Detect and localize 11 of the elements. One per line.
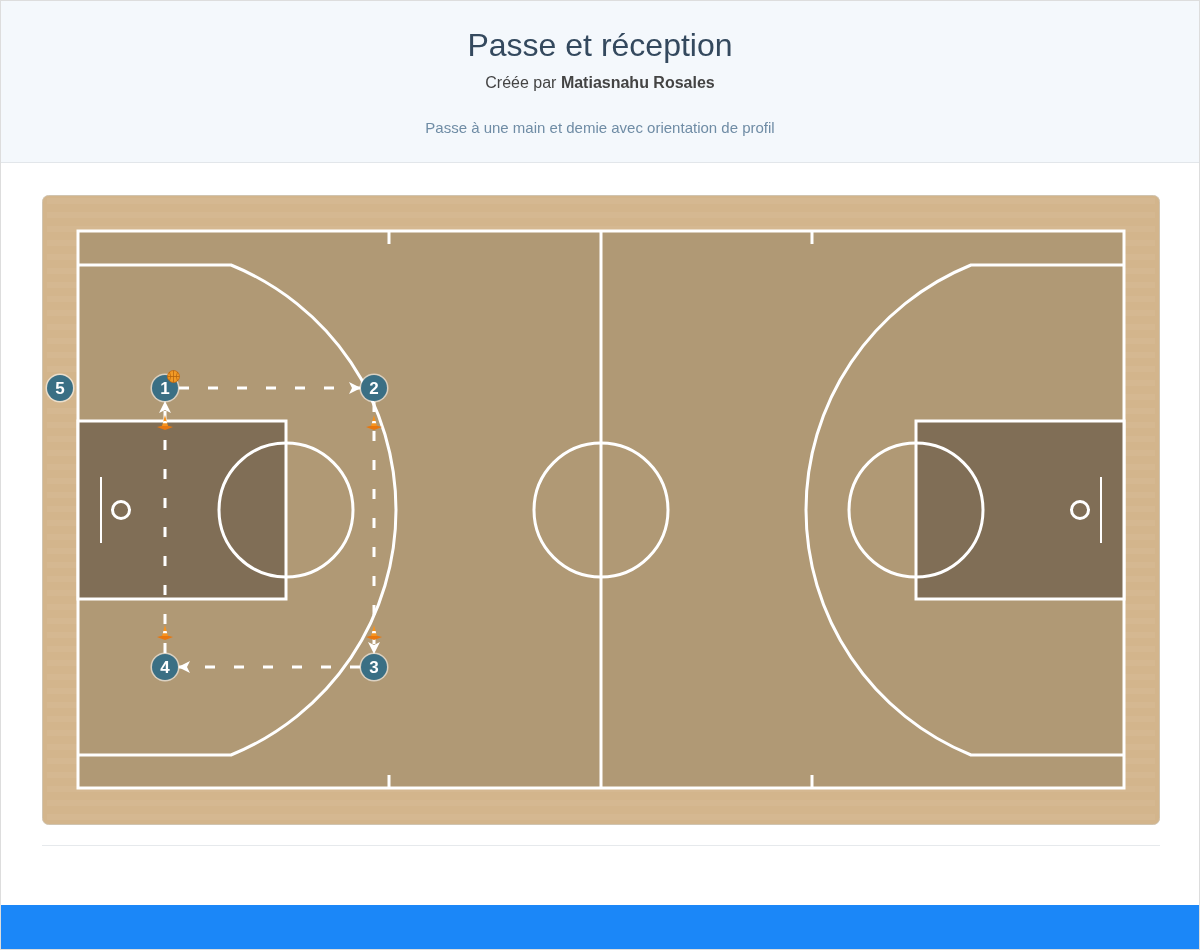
- drill-description: Passe à une main et demie avec orientation de profil: [425, 118, 775, 137]
- player-number: 2: [369, 379, 379, 397]
- diagram-title: Passe et réception: [466, 26, 734, 65]
- player-number: 4: [160, 658, 170, 676]
- player-number: 3: [369, 658, 379, 676]
- dashed-pass-arrow: [178, 661, 360, 673]
- dashed-pass-arrow: [179, 382, 361, 394]
- player-number: 5: [55, 379, 65, 397]
- player-number: 1: [160, 379, 170, 397]
- author-byline: Créée par Matiasnahu Rosales: [485, 73, 715, 93]
- dashed-pass-arrow: [368, 402, 380, 654]
